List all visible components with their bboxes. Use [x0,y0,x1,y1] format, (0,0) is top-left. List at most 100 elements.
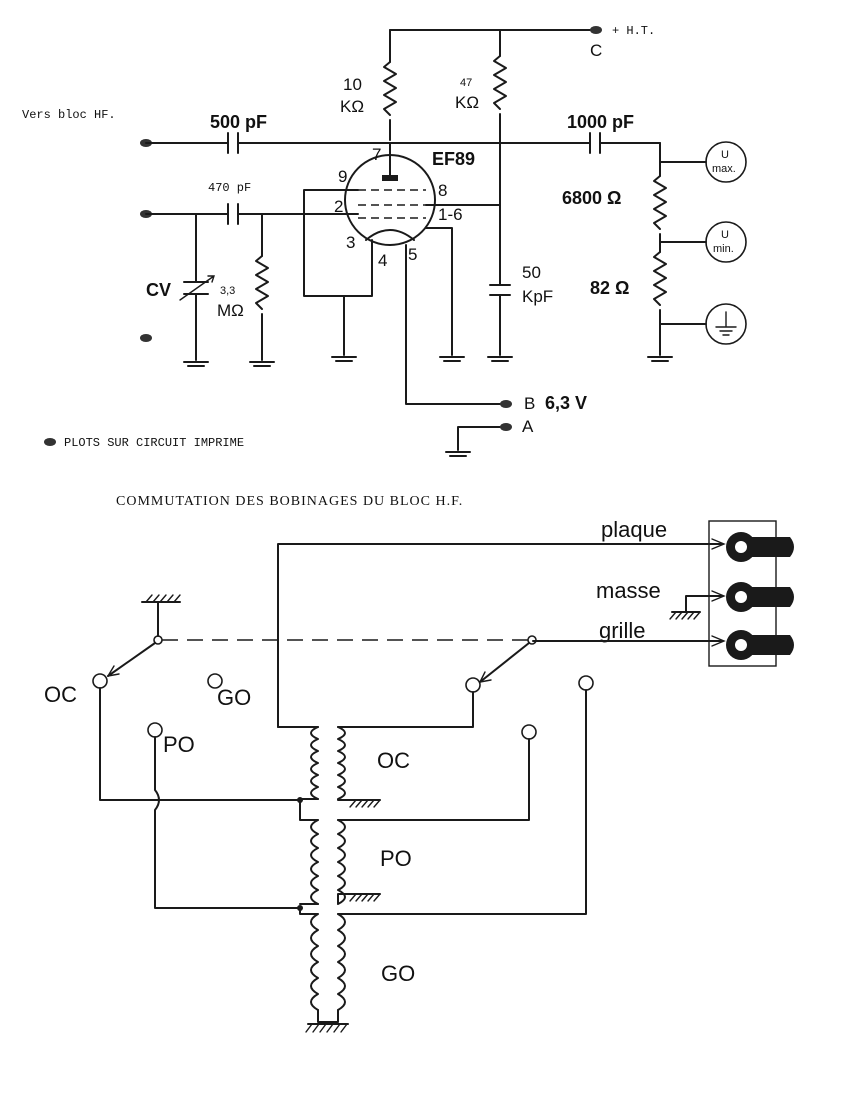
legend-text: PLOTS SUR CIRCUIT IMPRIME [64,436,244,450]
gnd-50kpf [487,356,513,362]
ground-icon [715,311,737,336]
ht-label: + H.T. [612,24,655,38]
cap-50kpf [489,284,511,296]
gnd-divider [647,356,673,362]
pin5-wire [405,244,501,405]
lug-grille [726,630,794,660]
grille-arrow [711,635,726,647]
left-switch-blade [107,642,156,677]
bottom-schematic: COMMUTATION DES BOBINAGES DU BLOC H.F. p… [44,494,794,1033]
pin16-label: 1-6 [438,205,463,224]
pin2-label: 2 [334,197,343,216]
r10k-unit: KΩ [340,97,364,116]
gnd-cv [183,361,209,367]
terminal-b-label: B [524,394,535,413]
terminal-c-label: C [590,41,602,60]
po-ground-hatch [349,893,381,902]
top-schematic: + H.T. C 10 KΩ 47 KΩ Vers bloc HF. 500 p… [22,24,747,457]
right-go-wire [337,689,587,915]
pin8-label: 8 [438,181,447,200]
umax-u: U [721,149,729,161]
coil-primary-link [299,798,319,905]
r10k-value: 10 [343,75,362,94]
gnd-r33m [249,361,275,367]
umax-sub: max. [712,163,736,175]
lug-plaque [726,532,794,562]
r82-label: 82 Ω [590,278,629,298]
tube-cathode [365,229,415,241]
cv-bottom-plot [140,334,152,342]
coil-oc-label: OC [377,748,410,773]
lug-masse [726,582,794,612]
coil-secondary-go [337,913,346,1011]
pin5-label: 5 [408,245,417,264]
masse-arrow [711,590,726,602]
cv-label: CV [146,280,171,300]
coil-primary-go [299,907,319,1011]
right-switch-arrowhead [479,671,492,683]
masse-wire [685,595,723,613]
plaque-arrow [711,538,726,550]
left-switch-arrowhead [107,665,120,677]
umin-u: U [721,229,729,241]
right-oc-wire [337,691,474,728]
terminal-c-plot [590,26,602,34]
tube-label: EF89 [432,149,475,169]
coil-po-label: PO [380,846,412,871]
plaque-wire [277,543,723,728]
pin9-wire [303,189,373,297]
umin-terminal [705,221,747,263]
left-po-label: PO [163,732,195,757]
grille-label: grille [599,618,645,643]
vers-bloc-label: Vers bloc HF. [22,108,116,122]
masse-ground-hatch [669,611,701,620]
r6800-zigzag [653,175,667,230]
left-go-label: GO [217,685,251,710]
r33m-zigzag [255,255,269,310]
cap-50kpf-unit: KpF [522,287,553,306]
left-oc-wire [99,687,301,801]
coil-secondary-po [337,819,369,905]
r82-zigzag [653,251,667,306]
right-contact-go [578,675,594,691]
oc-ground-hatch [349,799,381,808]
a-wire [457,426,501,451]
coil-primary-po [299,799,319,905]
pin9-label: 9 [338,167,347,186]
terminal-b-plot [500,400,512,408]
r33m-unit: MΩ [217,301,244,320]
umax-terminal [705,141,747,183]
cap-500pf [227,132,239,154]
r47k-unit: KΩ [455,93,479,112]
coil-go-label: GO [381,961,415,986]
cap-50kpf-value: 50 [522,263,541,282]
left-contact-po [147,722,163,738]
legend-plot-icon [44,438,56,446]
right-contact-po [521,724,537,740]
gnd-screen [331,356,357,362]
masse-label: masse [596,578,661,603]
right-po-wire [337,738,530,821]
terminal-a-label: A [522,417,534,436]
bottom-title: COMMUTATION DES BOBINAGES DU BLOC H.F. [116,494,463,509]
cv-arrow [179,275,215,301]
r10k-zigzag [383,61,397,116]
terminal-a-plot [500,423,512,431]
gnd-a [445,451,471,457]
pin7-label: 7 [372,145,381,164]
cap-500pf-label: 500 pF [210,112,267,132]
r47k-value: 47 [460,77,472,89]
left-contact-oc [92,673,108,689]
left-contact-go [207,673,223,689]
bottom-coil-leads [317,1009,339,1023]
right-contact-oc [465,677,481,693]
right-switch-pivot [527,635,537,645]
umin-sub: min. [713,243,734,255]
cap-470pf-label: 470 pF [208,181,251,195]
cap-1000pf-label: 1000 pF [567,112,634,132]
tube-anode [382,175,398,181]
bottom-ground-hatch [305,1023,348,1033]
left-po-wire [154,736,301,909]
left-switch-ground-hatch [145,594,181,603]
left-oc-label: OC [44,682,77,707]
